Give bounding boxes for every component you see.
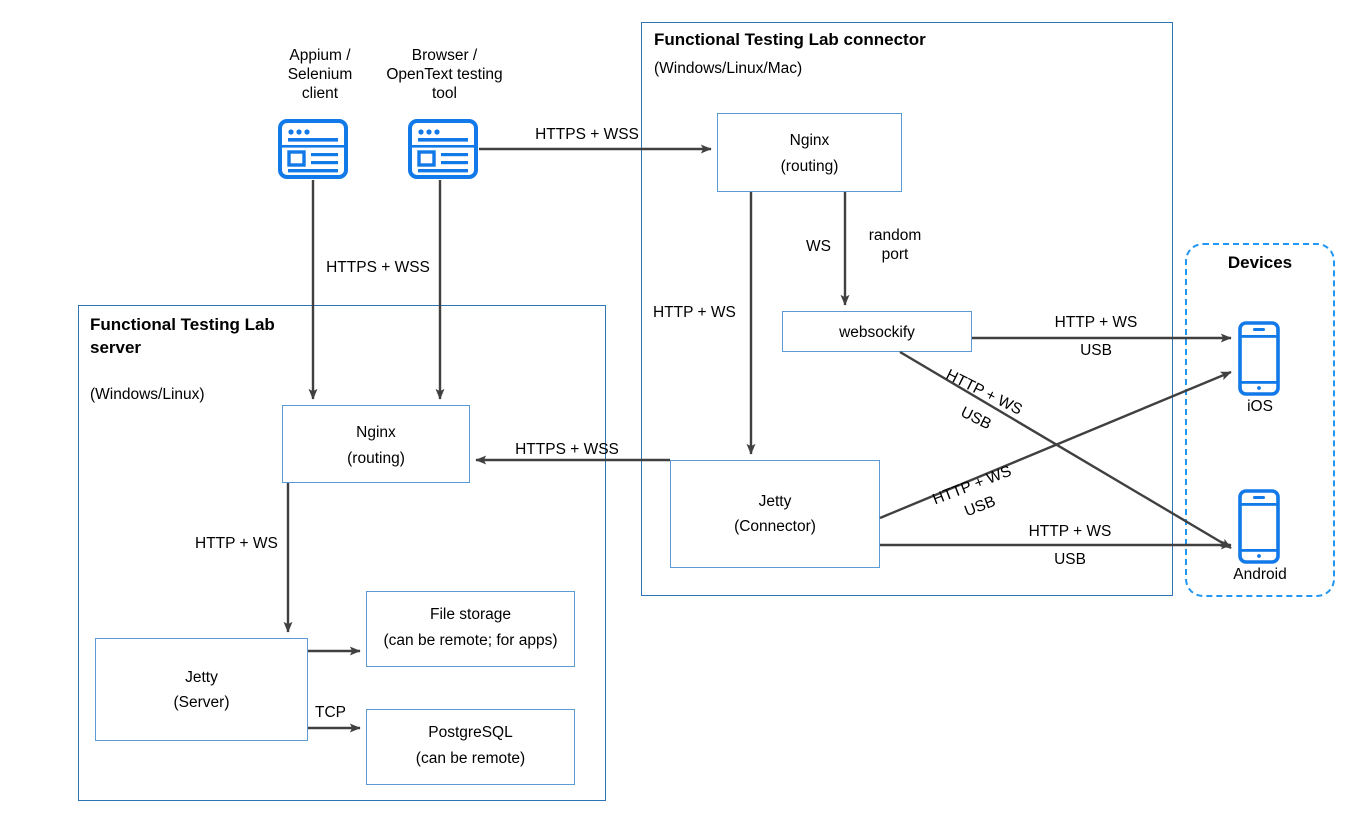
edge-label-server-nginx-to-server-jetty: HTTP + WS bbox=[195, 535, 278, 552]
edge-label-connector-jetty-to-android-bus: USB bbox=[1054, 551, 1086, 568]
node-file-storage: File storage (can be remote; for apps) bbox=[366, 591, 575, 667]
edge-label-random-port: random port bbox=[868, 227, 922, 263]
edge-label-websockify-to-ios-bus: USB bbox=[1080, 342, 1112, 359]
edge-label-browser-to-connector-nginx: HTTPS + WSS bbox=[535, 126, 639, 143]
node-connector-jetty: Jetty (Connector) bbox=[670, 460, 880, 568]
node-connector-jetty-subtitle: (Connector) bbox=[734, 518, 816, 535]
mobile-phone-icon-android bbox=[1238, 489, 1280, 564]
node-websockify: websockify bbox=[782, 311, 972, 352]
device-ios-label: iOS bbox=[1247, 398, 1273, 415]
group-connector-title: Functional Testing Lab connector bbox=[654, 30, 926, 49]
node-websockify-title: websockify bbox=[839, 324, 915, 341]
group-server-subtitle: (Windows/Linux) bbox=[90, 386, 205, 403]
browser-window-icon-browser bbox=[408, 119, 478, 179]
group-devices-title: Devices bbox=[1227, 253, 1293, 272]
group-server bbox=[78, 305, 606, 801]
browser-window-icon-appium bbox=[278, 119, 348, 179]
edge-label-connector-jetty-to-server-nginx: HTTPS + WSS bbox=[515, 441, 619, 458]
group-connector-subtitle: (Windows/Linux/Mac) bbox=[654, 60, 803, 77]
node-file-storage-title: File storage bbox=[430, 606, 511, 623]
node-connector-nginx-title: Nginx bbox=[789, 132, 830, 149]
edge-label-clients-to-server-nginx: HTTPS + WSS bbox=[326, 259, 430, 276]
mobile-phone-icon-ios bbox=[1238, 321, 1280, 396]
node-postgresql: PostgreSQL (can be remote) bbox=[366, 709, 575, 785]
node-file-storage-subtitle: (can be remote; for apps) bbox=[383, 632, 558, 649]
client-browser-label: Browser / OpenText testing tool bbox=[386, 47, 503, 102]
group-devices bbox=[1185, 243, 1335, 597]
node-server-nginx-subtitle: (routing) bbox=[347, 450, 405, 467]
device-android-label: Android bbox=[1233, 566, 1287, 583]
node-postgresql-subtitle: (can be remote) bbox=[415, 750, 526, 767]
node-connector-nginx-subtitle: (routing) bbox=[780, 158, 839, 175]
node-postgresql-title: PostgreSQL bbox=[428, 724, 513, 741]
node-connector-nginx: Nginx (routing) bbox=[717, 113, 902, 192]
client-appium-label: Appium / Selenium client bbox=[287, 47, 353, 102]
node-server-jetty-subtitle: (Server) bbox=[173, 694, 230, 711]
edge-connector-jetty-to-ios bbox=[879, 370, 1232, 520]
node-server-jetty: Jetty (Server) bbox=[95, 638, 308, 741]
node-server-nginx-title: Nginx bbox=[356, 424, 396, 441]
edge-websockify-to-android bbox=[899, 350, 1232, 550]
edge-label-websockify-to-ios-protocol: HTTP + WS bbox=[1054, 314, 1138, 331]
node-connector-jetty-title: Jetty bbox=[758, 493, 792, 510]
node-server-nginx: Nginx (routing) bbox=[282, 405, 470, 483]
edge-label-connector-jetty-to-android-protocol: HTTP + WS bbox=[1028, 523, 1112, 540]
node-server-jetty-title: Jetty bbox=[185, 669, 218, 686]
group-connector bbox=[641, 22, 1173, 596]
group-server-title: Functional Testing Lab server bbox=[90, 315, 275, 357]
edge-label-connector-nginx-to-connector-jetty: HTTP + WS bbox=[653, 304, 736, 321]
edge-label-ws: WS bbox=[806, 238, 831, 255]
edge-label-server-jetty-to-postgresql: TCP bbox=[315, 704, 346, 721]
